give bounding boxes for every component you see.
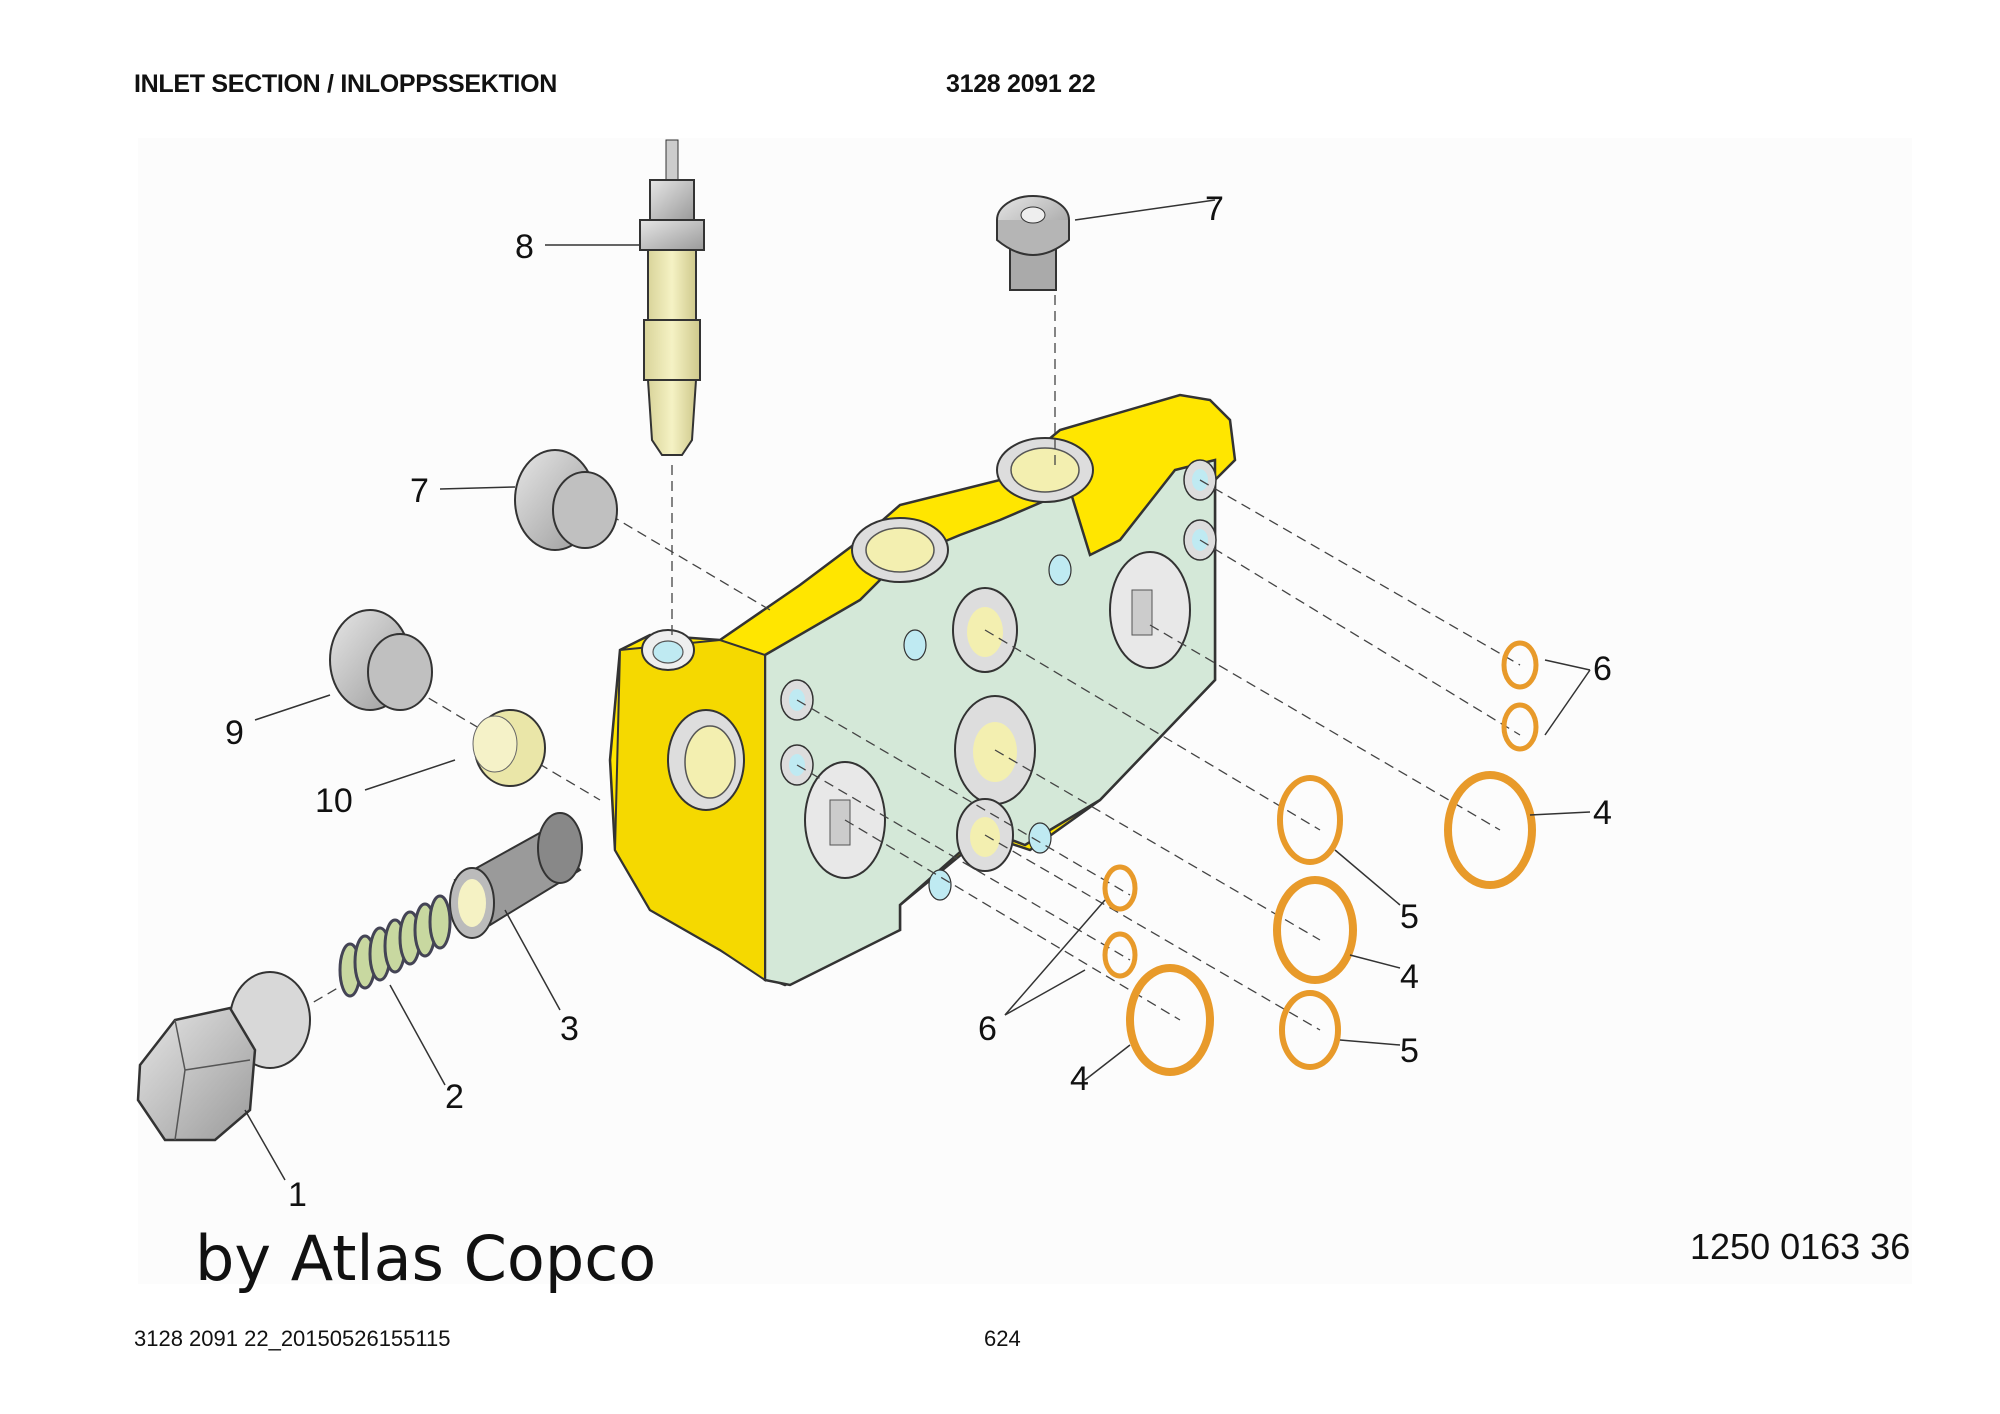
top-port-1 — [996, 437, 1094, 503]
illustration-number: 1250 0163 36 — [1690, 1226, 1911, 1267]
brand-watermark: by Atlas Copco — [195, 1222, 657, 1295]
callout-4-middle: 4 — [1400, 958, 1419, 996]
callout-6-left: 6 — [978, 1010, 997, 1048]
seal-ring-6 — [1102, 931, 1138, 979]
leader-lines — [244, 199, 1591, 1181]
callout-5-upper: 5 — [1400, 898, 1419, 936]
seal-ring-4 — [1126, 964, 1214, 1076]
part-9-plug — [329, 609, 433, 711]
seal-rings — [1102, 640, 1539, 1076]
callout-4-lower: 4 — [1070, 1060, 1089, 1098]
top-port-2 — [851, 517, 949, 583]
callout-10: 10 — [315, 782, 353, 820]
side-inlet-port — [667, 709, 745, 811]
callout-5-lower: 5 — [1400, 1032, 1419, 1070]
callout-3: 3 — [560, 1010, 579, 1048]
callout-7-top: 7 — [1205, 190, 1224, 228]
part-10-insert — [472, 709, 546, 787]
seal-ring-5 — [1277, 775, 1343, 865]
assembly-lines — [299, 295, 1521, 1031]
part-7-plug-top — [996, 195, 1070, 291]
seal-ring-6 — [1501, 702, 1539, 752]
valve-housing — [608, 393, 1237, 987]
callout-9: 9 — [225, 714, 244, 752]
part-7-plug-side — [514, 449, 618, 551]
callout-1: 1 — [288, 1176, 307, 1214]
page-number: 624 — [984, 1326, 1021, 1351]
document-number: 3128 2091 22 — [946, 70, 1096, 98]
seal-ring-4 — [1273, 876, 1357, 984]
callout-numbers: 8 7 7 9 10 3 2 1 6 4 5 4 5 6 4 — [225, 190, 1612, 1214]
part-8-sensor — [639, 139, 705, 456]
callout-8: 8 — [515, 228, 534, 266]
seal-ring-6 — [1501, 640, 1539, 690]
part-2-spring — [338, 894, 452, 998]
seal-ring-5 — [1279, 990, 1341, 1070]
part-1-hex-plug — [136, 971, 311, 1142]
page-title: INLET SECTION / INLOPPSSEKTION — [134, 70, 557, 98]
part-3-sleeve — [449, 812, 583, 939]
callout-6-right: 6 — [1593, 650, 1612, 688]
top-sensor-port — [641, 629, 695, 671]
callout-7-side: 7 — [410, 472, 429, 510]
callout-2: 2 — [445, 1078, 464, 1116]
callout-4-right: 4 — [1593, 794, 1612, 832]
seal-ring-4 — [1444, 771, 1536, 889]
file-stamp: 3128 2091 22_20150526155115 — [134, 1326, 451, 1351]
seal-ring-6 — [1102, 864, 1138, 912]
